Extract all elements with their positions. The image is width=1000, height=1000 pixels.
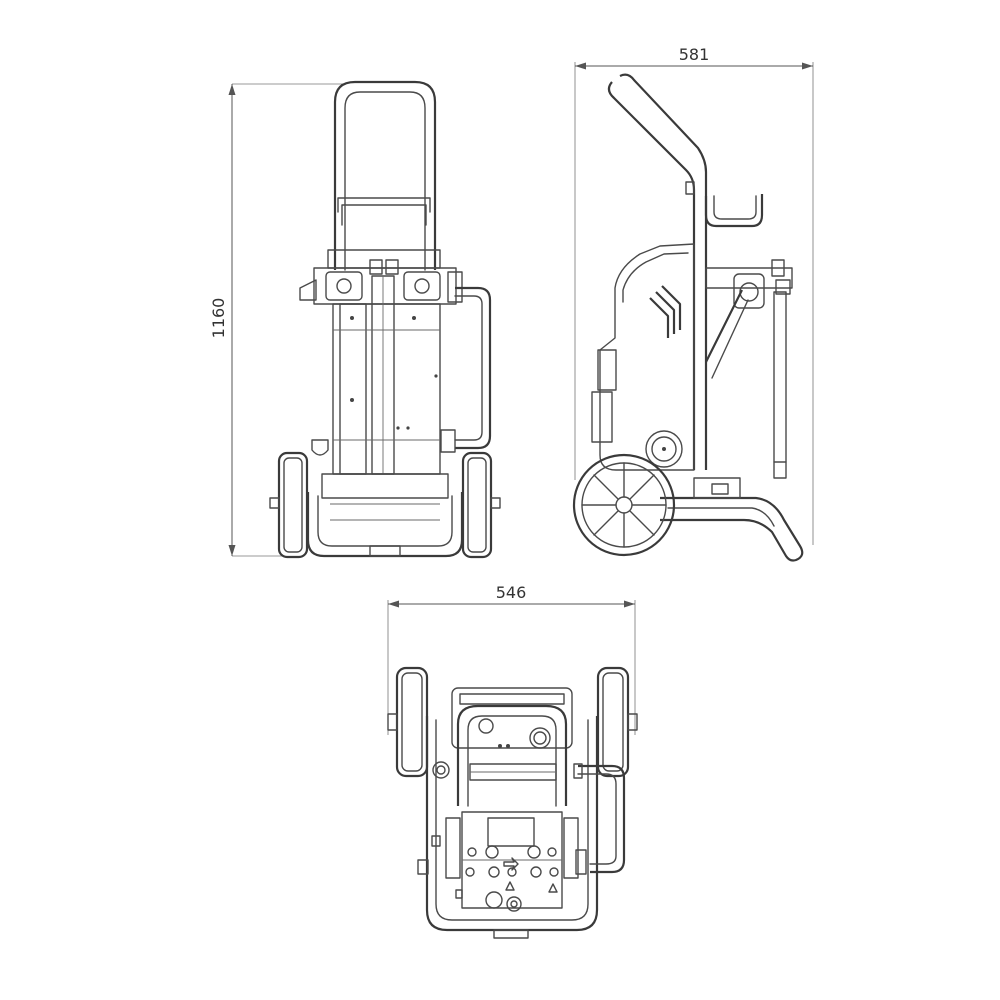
front-view xyxy=(269,80,501,559)
dimension-depth-label: 581 xyxy=(679,45,710,64)
dimension-height-label: 1160 xyxy=(209,298,228,339)
dimension-height: 1160 xyxy=(209,83,345,557)
dimension-width: 546 xyxy=(387,583,636,735)
side-view xyxy=(572,73,804,562)
top-view xyxy=(387,666,638,939)
dimension-depth: 581 xyxy=(574,45,814,545)
dimension-width-label: 546 xyxy=(496,583,527,602)
